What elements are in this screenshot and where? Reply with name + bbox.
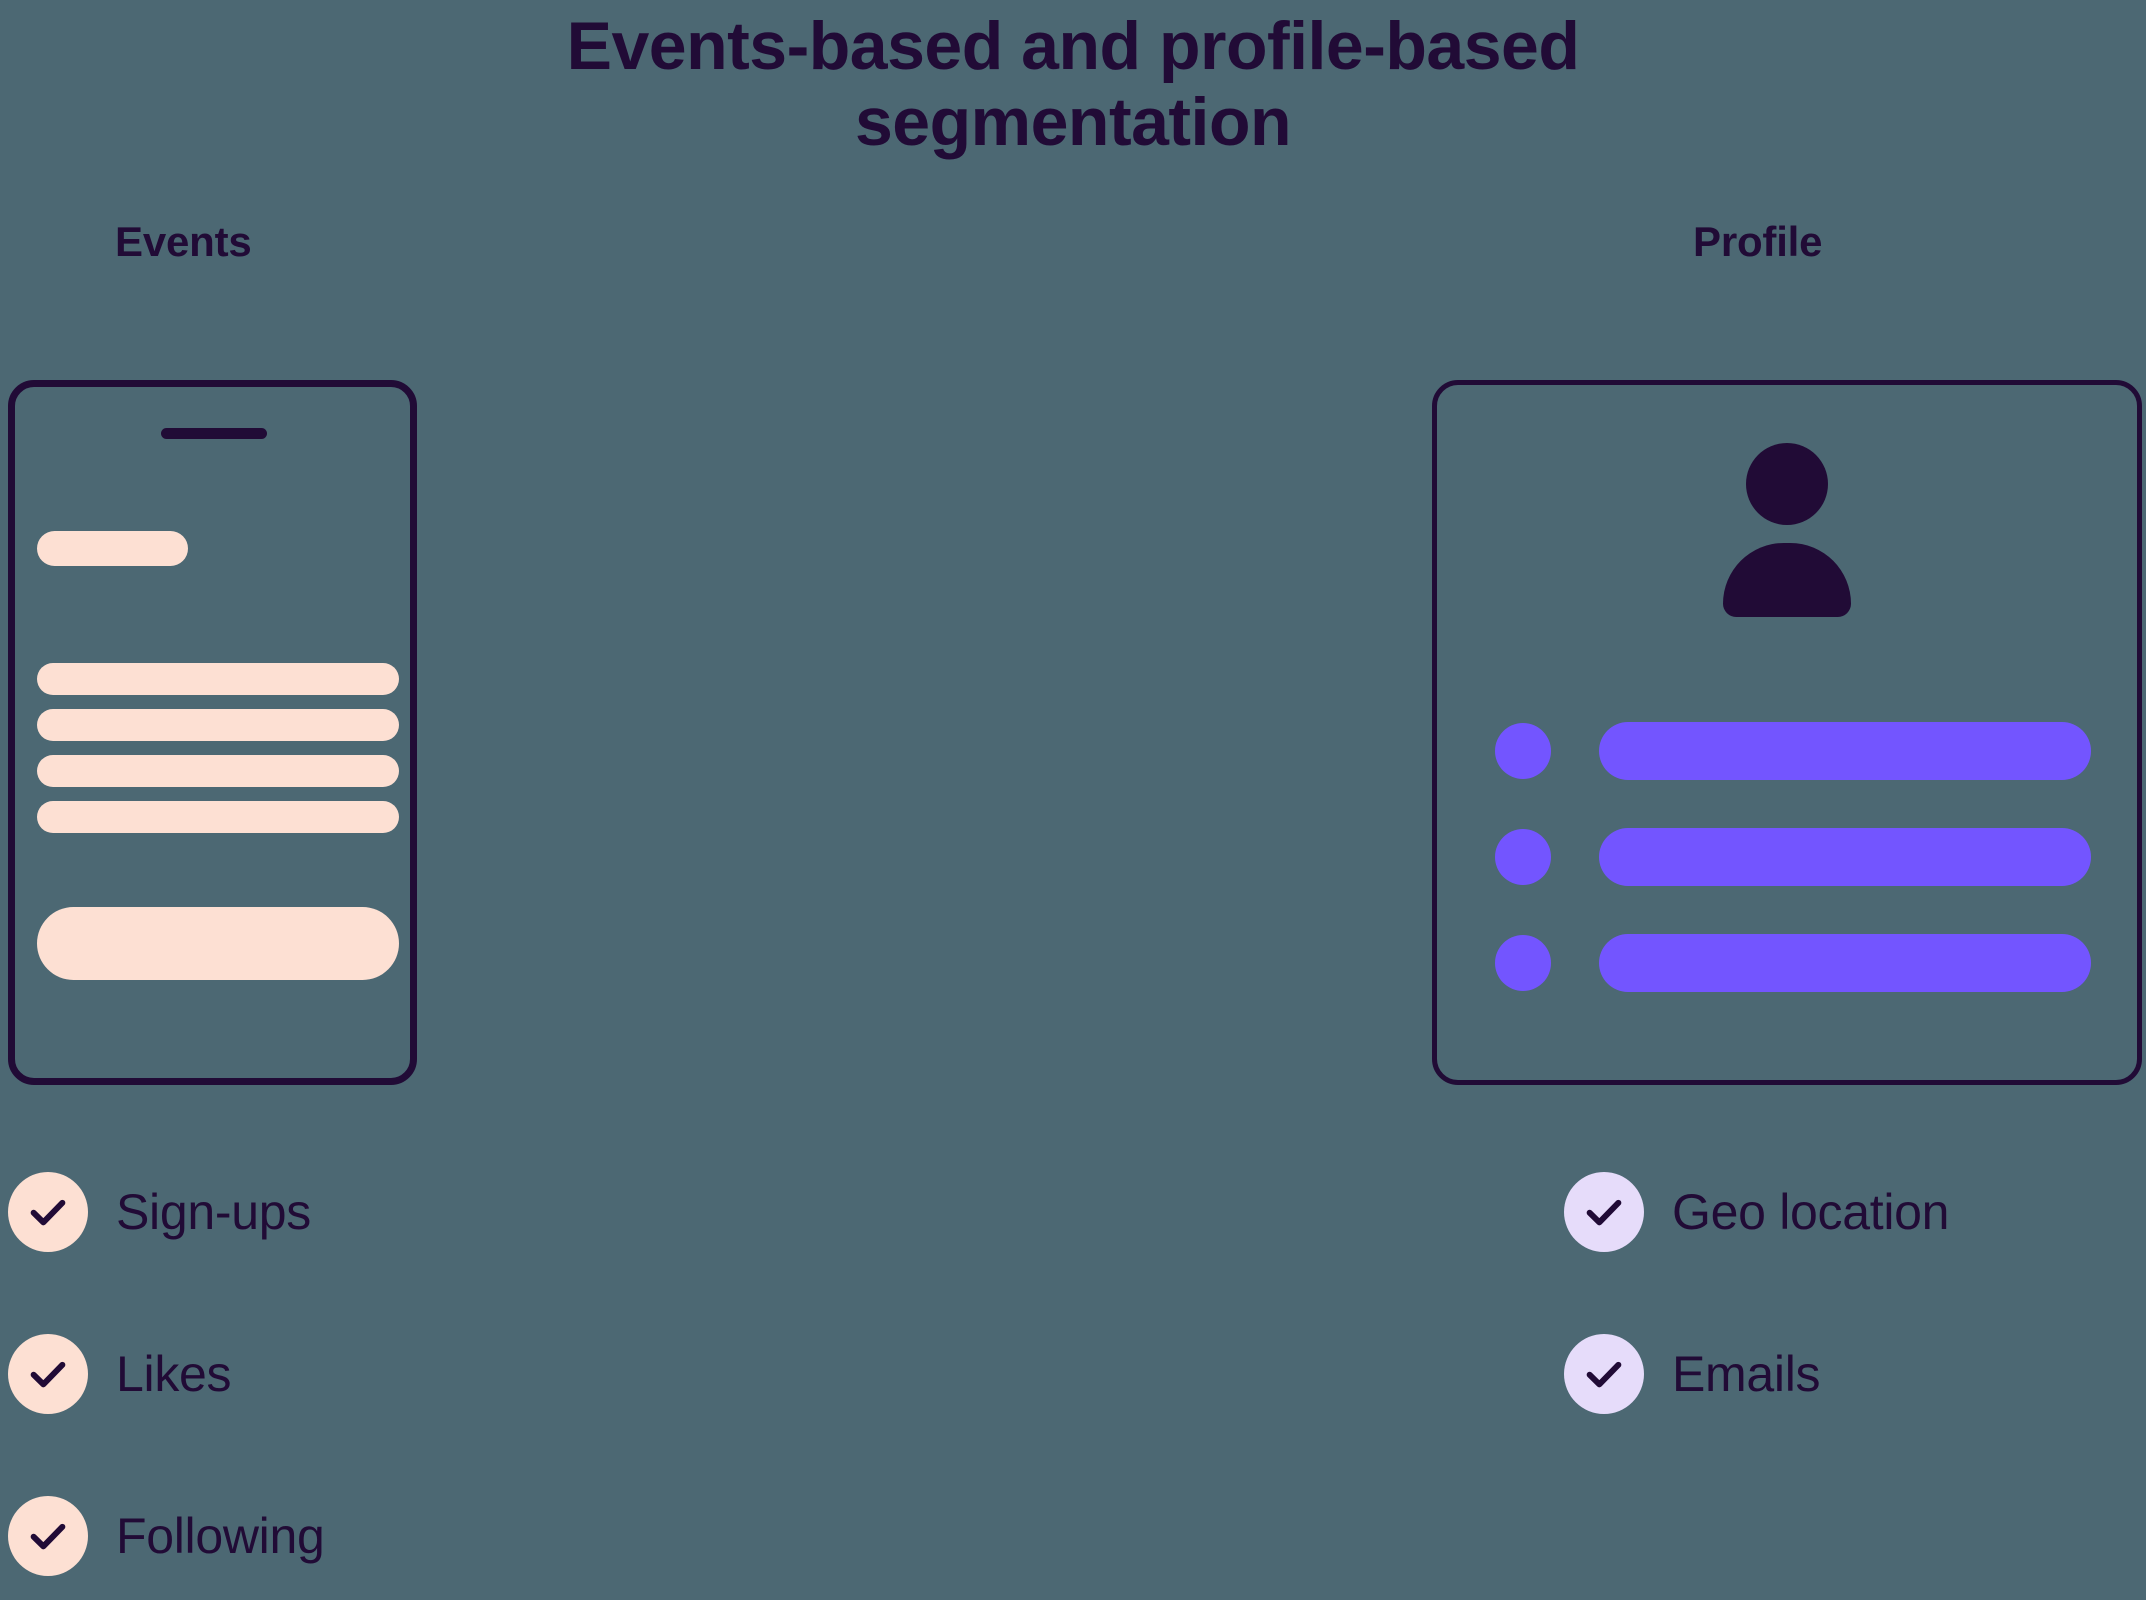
list-item[interactable]: Sign-ups	[8, 1172, 325, 1252]
profile-card	[1432, 380, 2142, 1085]
check-icon	[1564, 1172, 1644, 1252]
list-item-label: Following	[116, 1508, 325, 1564]
check-icon	[8, 1496, 88, 1576]
list-item-label: Emails	[1672, 1346, 1821, 1402]
check-icon	[8, 1334, 88, 1414]
skeleton-bar-line-1	[37, 663, 399, 695]
profile-attribute-row	[1495, 828, 2091, 886]
profile-attribute-bar	[1599, 934, 2091, 992]
person-icon-body	[1723, 543, 1851, 617]
skeleton-bar-title	[37, 531, 188, 566]
check-icon	[8, 1172, 88, 1252]
list-item-label: Sign-ups	[116, 1184, 311, 1240]
skeleton-bar-line-2	[37, 709, 399, 741]
skeleton-bar-line-4	[37, 801, 399, 833]
person-icon-head	[1746, 443, 1828, 525]
column-heading-profile: Profile	[1693, 218, 1823, 265]
list-item[interactable]: Following	[8, 1496, 325, 1576]
profile-attribute-dot	[1495, 723, 1551, 779]
profile-attribute-dot	[1495, 829, 1551, 885]
profile-attribute-bar	[1599, 722, 2091, 780]
skeleton-bar-line-3	[37, 755, 399, 787]
page-title: Events-based and profile-based segmentat…	[566, 8, 1580, 161]
events-phone-mockup	[8, 380, 417, 1085]
check-icon	[1564, 1334, 1644, 1414]
phone-notch-icon	[161, 428, 267, 439]
events-checklist: Sign-ups Likes Following	[8, 1172, 325, 1600]
profile-attribute-row	[1495, 934, 2091, 992]
list-item[interactable]: Emails	[1564, 1334, 1949, 1414]
list-item[interactable]: Likes	[8, 1334, 325, 1414]
person-icon	[1723, 443, 1851, 617]
skeleton-bar-cta	[37, 907, 399, 980]
column-heading-events: Events	[115, 218, 252, 265]
profile-attribute-dot	[1495, 935, 1551, 991]
list-item-label: Likes	[116, 1346, 232, 1402]
list-item[interactable]: Geo location	[1564, 1172, 1949, 1252]
profile-attribute-row	[1495, 722, 2091, 780]
profile-checklist: Geo location Emails	[1564, 1172, 1949, 1496]
profile-attribute-bar	[1599, 828, 2091, 886]
list-item-label: Geo location	[1672, 1184, 1950, 1240]
